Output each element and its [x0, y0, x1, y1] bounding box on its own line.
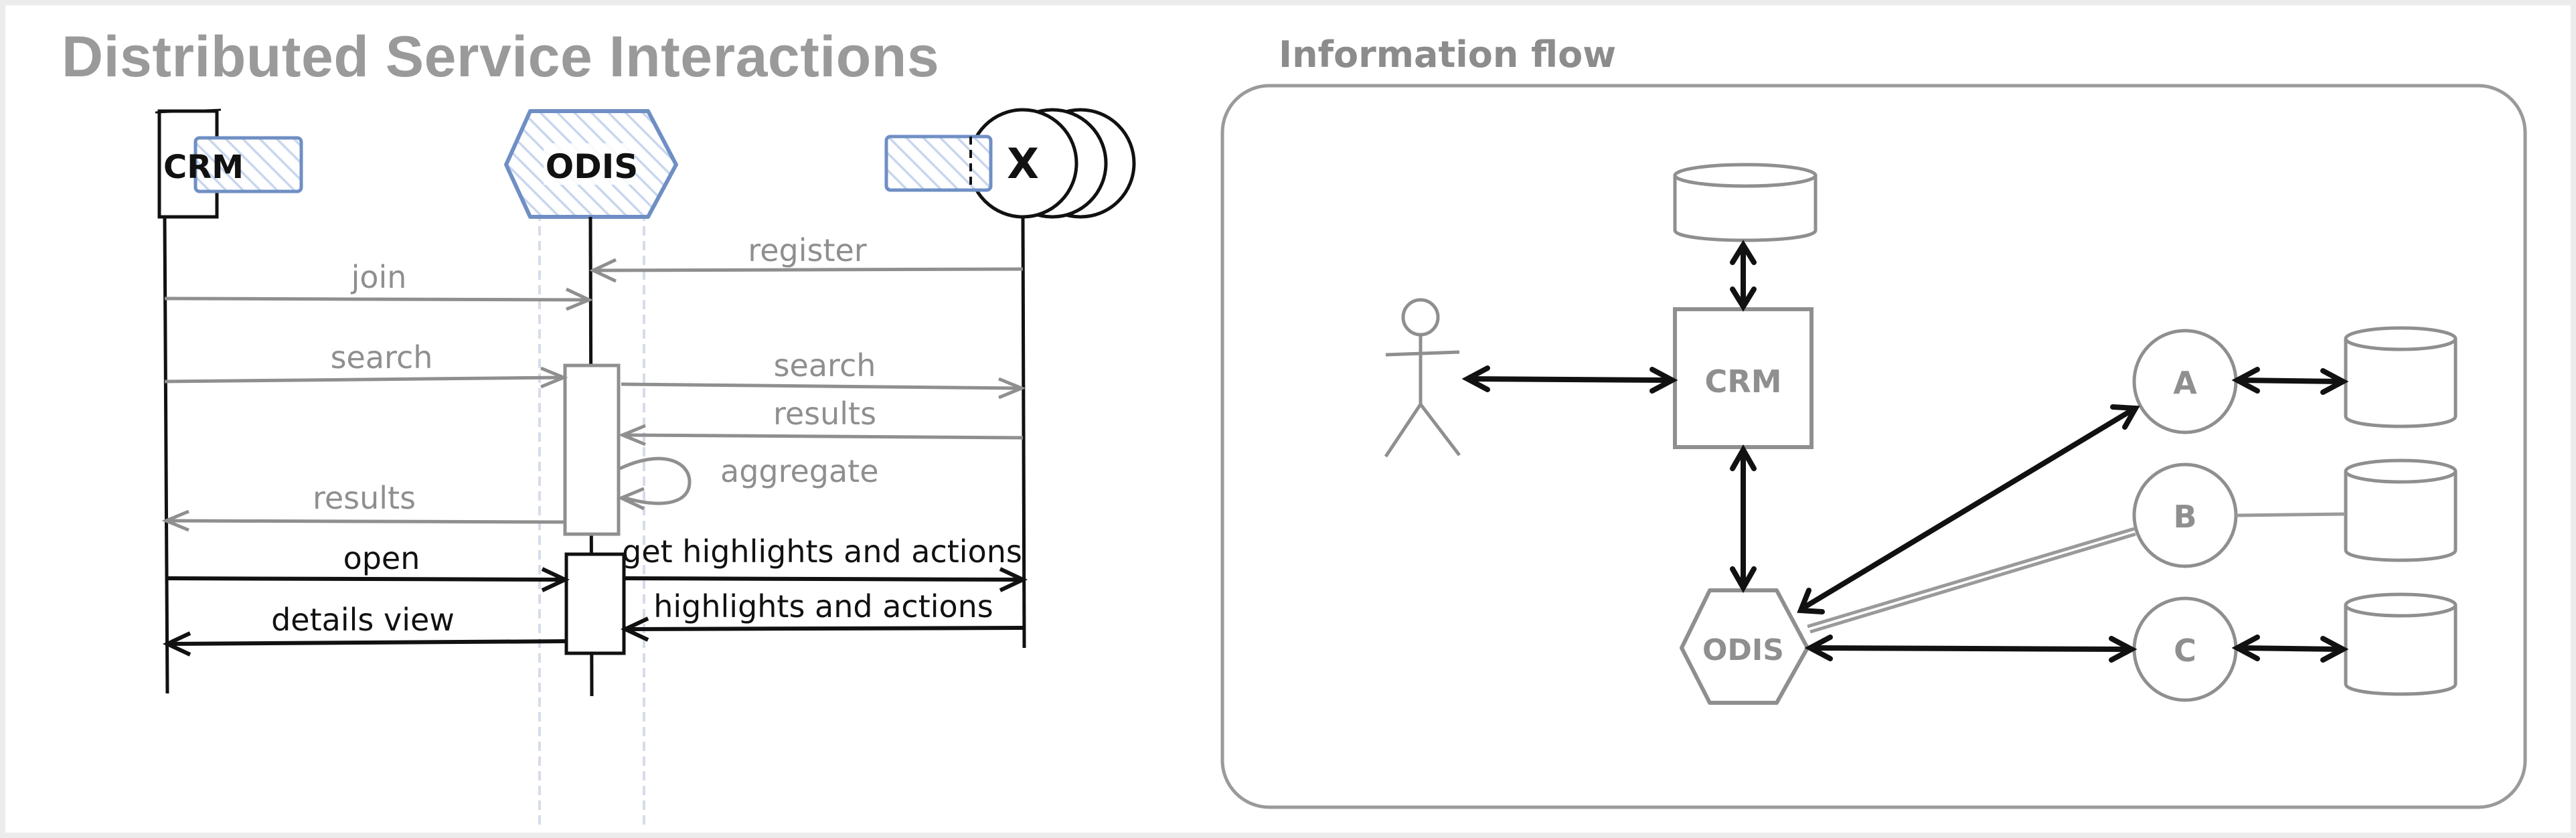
participant-odis[interactable]: ODIS: [504, 109, 678, 219]
odis-participant-label: ODIS: [546, 147, 639, 186]
message-highlights: highlights and actions: [620, 588, 1024, 642]
link-odis-b: [1807, 527, 2135, 628]
results-label-2: results: [313, 480, 416, 516]
aggregate-label: aggregate: [720, 453, 879, 489]
flow-node-b[interactable]: B: [2132, 463, 2238, 568]
message-search-odis-x: search: [621, 347, 1026, 400]
crm-lifeline: [163, 216, 169, 694]
information-flow-title: Information flow: [1279, 33, 1617, 76]
open-label: open: [343, 540, 420, 576]
x-participant-label: X: [1007, 139, 1039, 188]
top-database: [1673, 163, 1818, 242]
odis-activation-open: [564, 552, 626, 655]
link-b-db: [2235, 512, 2346, 517]
message-aggregate: aggregate: [617, 453, 879, 511]
information-flow-container: [1220, 84, 2527, 809]
participant-crm[interactable]: CRM: [155, 108, 303, 219]
search-label-1: search: [331, 339, 433, 375]
user-actor-icon: [1384, 298, 1461, 458]
flow-odis-label: ODIS: [1702, 633, 1784, 667]
x-lifeline: [1021, 216, 1026, 649]
flow-node-c-label: C: [2174, 633, 2196, 669]
flow-crm-node[interactable]: CRM: [1673, 307, 1814, 449]
message-results-x-odis: results: [618, 396, 1024, 446]
message-details-view: details view: [162, 602, 567, 657]
message-register: register: [589, 232, 1024, 283]
message-results-odis-crm: results: [161, 480, 566, 532]
join-label: join: [351, 259, 407, 295]
link-actor-crm: [1467, 376, 1672, 383]
flow-connections: [1461, 240, 2349, 663]
register-label: register: [748, 232, 866, 268]
x-interface-tab: [884, 135, 993, 192]
flow-node-a-label: A: [2173, 365, 2197, 401]
message-open: open: [165, 540, 570, 592]
details-view-label: details view: [271, 602, 455, 638]
crm-participant-label: CRM: [163, 149, 244, 186]
flow-node-c[interactable]: C: [2132, 596, 2238, 702]
sequence-diagram: CRM ODIS X join: [155, 108, 1136, 830]
link-c-db: [2237, 645, 2343, 652]
link-a-db: [2237, 378, 2343, 384]
flow-node-b-label: B: [2173, 499, 2196, 535]
database-b: [2344, 458, 2458, 562]
diagram-title: Distributed Service Interactions: [62, 25, 940, 89]
participant-x[interactable]: X: [884, 108, 1136, 219]
link-odis-c: [1810, 645, 2131, 652]
database-c: [2344, 592, 2458, 696]
results-label-1: results: [773, 396, 876, 432]
message-join: join: [164, 259, 594, 311]
search-label-2: search: [774, 347, 876, 384]
get-highlights-label: get highlights and actions: [622, 533, 1022, 570]
odis-activation-search: [563, 363, 621, 536]
odis-lifeline-band: [538, 167, 645, 830]
flow-node-a[interactable]: A: [2132, 329, 2238, 434]
flow-odis-node[interactable]: ODIS: [1680, 588, 1809, 705]
link-odis-a: [1801, 407, 2136, 610]
flow-inactive-connections: [1807, 512, 2346, 634]
information-flow-diagram: CRM ODIS A B C: [1220, 84, 2527, 809]
message-search-crm-odis: search: [164, 339, 568, 389]
message-get-highlights: get highlights and actions: [622, 533, 1028, 592]
highlights-label: highlights and actions: [653, 588, 993, 624]
flow-crm-label: CRM: [1705, 363, 1782, 400]
database-a: [2344, 326, 2458, 428]
crm-interface-tab: [193, 136, 303, 193]
